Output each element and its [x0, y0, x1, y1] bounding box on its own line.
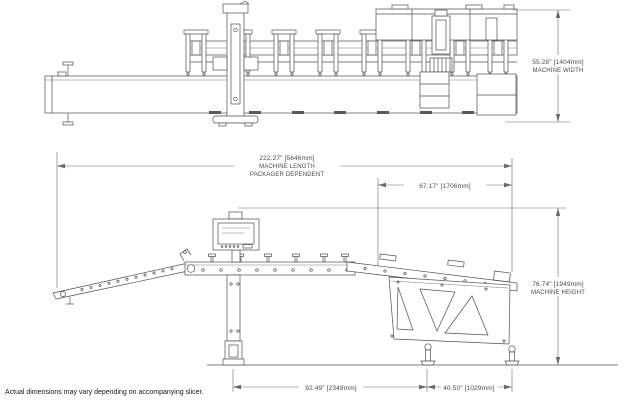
elevation-view: 222.27" [5646mm] MACHINE LENGTH PACKAGER…	[52, 151, 618, 392]
frame-bolts	[390, 280, 506, 343]
operator-monitor	[212, 211, 260, 263]
dim-height-value: 76.74" [1949mm]	[532, 281, 584, 288]
frame-cutout	[444, 295, 489, 336]
dim-length-sublabel: PACKAGER DEPENDENT	[250, 172, 324, 178]
infeed-ramp	[52, 262, 189, 305]
plan-tower	[431, 9, 498, 55]
dim-length-label: MACHINE LENGTH	[259, 164, 315, 170]
dim-section-value: 67.17" [1706mm]	[419, 183, 471, 190]
conveyor-stand	[222, 274, 245, 366]
plan-support-column	[212, 0, 259, 127]
dim-conveyor-span-value: 92.49" [2349mm]	[305, 385, 357, 392]
dim-height-label: MACHINE HEIGHT	[531, 290, 585, 296]
dim-width-value: 55.28" [1404mm]	[532, 59, 584, 66]
monitor-buttons	[220, 245, 240, 248]
monitor-screen	[217, 222, 255, 245]
dim-conveyor-span: 92.49" [2349mm] 40.50" [1029mm]	[232, 369, 513, 392]
frame-foot-right	[504, 345, 520, 366]
plan-left-feet	[62, 61, 74, 126]
disclaimer-note: Actual dimensions may vary depending on …	[5, 389, 203, 396]
monitor-bracket	[228, 211, 243, 220]
frame-cutout	[419, 288, 456, 332]
dim-length-value: 222.27" [5646mm]	[259, 155, 314, 162]
monitor-post	[231, 249, 241, 263]
conveyor-top-pins	[208, 253, 349, 263]
plan-vent-grill	[429, 57, 453, 73]
dim-machine-length: 222.27" [5646mm] MACHINE LENGTH PACKAGER…	[56, 151, 513, 288]
ramp-chain-dots	[80, 267, 174, 291]
dim-machine-height: 76.74" [1949mm] MACHINE HEIGHT	[238, 207, 589, 365]
frame-cutout	[396, 286, 414, 331]
frame-weldment	[388, 276, 520, 366]
dim-width-label: MACHINE WIDTH	[533, 68, 584, 74]
plan-view: 55.28" [1404mm] MACHINE WIDTH	[44, 0, 589, 127]
frame-foot-left	[420, 343, 436, 366]
main-conveyor	[179, 248, 356, 276]
dim-machine-width: 55.28" [1404mm] MACHINE WIDTH	[505, 9, 589, 123]
dim-section-length: 67.17" [1706mm]	[377, 178, 512, 266]
conveyor-bolts	[201, 268, 349, 272]
plan-lower-boxes	[419, 71, 517, 116]
dim-outfeed-span-value: 40.50" [1029mm]	[443, 385, 495, 392]
